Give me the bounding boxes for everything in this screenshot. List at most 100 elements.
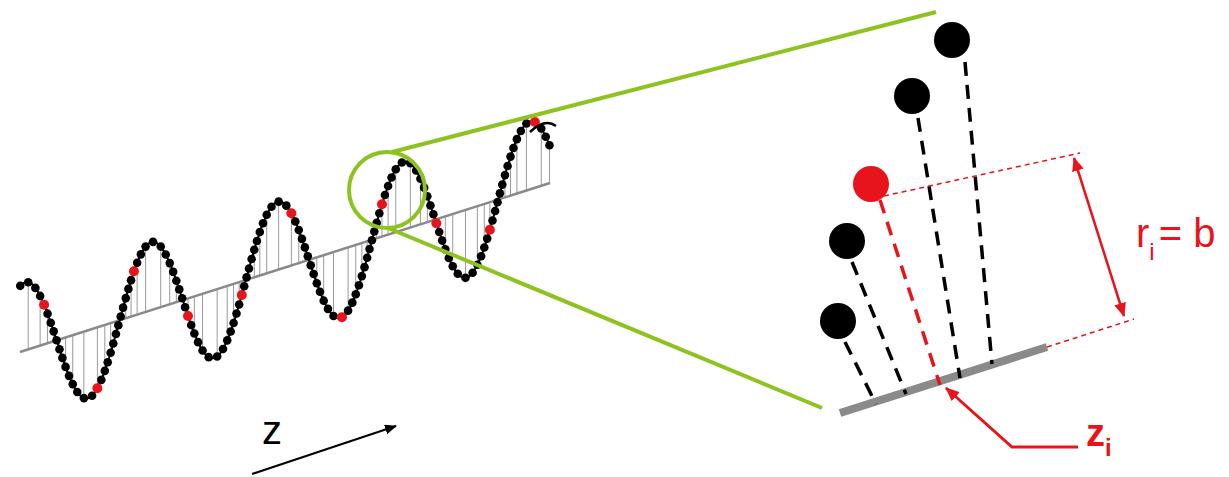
- spoke: [445, 216, 446, 249]
- red-bead: [129, 266, 139, 276]
- helix-chain: [20, 121, 550, 399]
- bead: [213, 352, 222, 361]
- bead: [309, 270, 318, 279]
- red-bond: [880, 200, 940, 385]
- bead: [103, 358, 112, 367]
- bead: [31, 284, 40, 293]
- bead: [438, 236, 447, 245]
- bead: [363, 253, 372, 262]
- bead: [829, 223, 865, 259]
- spoke: [298, 230, 299, 263]
- bead: [109, 339, 118, 348]
- spoke: [28, 282, 29, 349]
- bead: [453, 270, 462, 279]
- subscript: i: [1149, 240, 1154, 264]
- bead: [368, 236, 377, 245]
- bead: [477, 252, 486, 261]
- bead: [235, 300, 244, 309]
- spoke: [526, 123, 527, 190]
- red-bead: [39, 300, 49, 310]
- red-bead: [92, 383, 102, 393]
- red-bead: [183, 311, 193, 321]
- bead: [262, 210, 271, 219]
- bead: [232, 309, 241, 318]
- bead: [204, 353, 213, 362]
- bead: [306, 261, 315, 270]
- red-bead: [237, 290, 247, 300]
- dimension-label: = b: [1159, 213, 1216, 253]
- bead: [496, 189, 505, 198]
- bead: [375, 209, 384, 218]
- spoke: [465, 210, 466, 278]
- bead: [190, 329, 199, 338]
- bead: [313, 279, 322, 288]
- spoke: [549, 145, 550, 183]
- bead: [172, 276, 181, 285]
- bead: [351, 290, 360, 299]
- bead: [355, 281, 364, 290]
- bead: [97, 376, 106, 385]
- bead: [61, 363, 70, 372]
- bead: [301, 243, 310, 252]
- bead: [483, 234, 492, 243]
- bead: [319, 296, 328, 305]
- red-bead: [286, 208, 296, 218]
- bead: [365, 245, 374, 254]
- dimension-label: r: [1136, 213, 1149, 253]
- bead: [36, 292, 45, 301]
- bead: [175, 285, 184, 294]
- red-bead: [377, 199, 387, 209]
- zoom-line: [388, 228, 822, 408]
- zoom-circle: [349, 152, 425, 228]
- bead: [137, 250, 146, 259]
- spoke: [278, 202, 279, 270]
- bead: [426, 201, 435, 210]
- bead: [894, 78, 930, 114]
- spoke: [233, 284, 234, 323]
- leader-arrow: [946, 388, 1078, 447]
- bead: [165, 259, 174, 268]
- bead: [43, 309, 52, 318]
- spoke: [333, 252, 334, 316]
- bead: [127, 276, 136, 285]
- bead: [112, 330, 121, 339]
- bead: [178, 294, 187, 303]
- bead: [106, 348, 115, 357]
- bead: [250, 245, 259, 254]
- bead: [517, 127, 526, 136]
- bead: [358, 272, 367, 281]
- red-bead: [431, 218, 441, 228]
- bead: [324, 305, 333, 314]
- bead: [509, 144, 518, 153]
- bead: [187, 321, 196, 330]
- bead: [329, 312, 338, 321]
- red-bead: [485, 225, 495, 235]
- bead: [398, 158, 407, 167]
- bead: [114, 321, 123, 330]
- bead: [198, 346, 207, 355]
- bead: [503, 162, 512, 171]
- position-label: z: [1086, 414, 1105, 452]
- bead: [513, 135, 522, 144]
- bead: [435, 228, 444, 237]
- bead: [219, 345, 228, 354]
- spoke: [145, 247, 146, 312]
- zoom-line: [392, 12, 936, 152]
- subscript: i: [1105, 436, 1112, 460]
- chain-end: [530, 123, 556, 132]
- bead: [256, 228, 265, 237]
- bead: [49, 327, 58, 336]
- bead: [259, 219, 268, 228]
- spoke: [47, 314, 48, 344]
- axis-segment: [840, 347, 1047, 413]
- bead: [116, 312, 125, 321]
- bead: [223, 336, 232, 345]
- bead: [161, 250, 170, 259]
- bead: [506, 152, 515, 161]
- bead: [316, 287, 325, 296]
- bead: [247, 255, 256, 264]
- bead: [133, 258, 142, 267]
- bead: [387, 173, 396, 182]
